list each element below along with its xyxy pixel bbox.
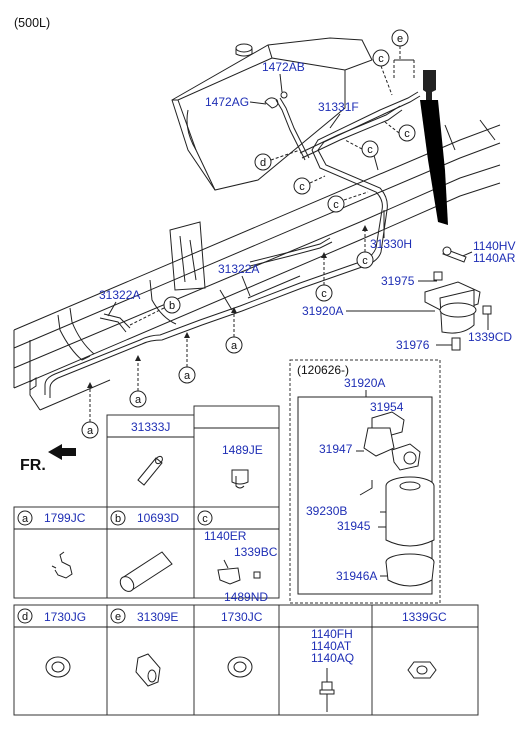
vent-pipe (420, 70, 448, 225)
variant-label: (500L) (14, 16, 50, 30)
inset-part-39230B: 39230B (306, 504, 347, 518)
callout-c-5 (327, 195, 345, 213)
parts-table: 31333J 1489JE a 1799JC b 10693D c 1140ER… (13, 405, 479, 716)
front-arrow-icon (48, 444, 76, 460)
fuel-filter-main (424, 246, 492, 351)
table-1730JC: 1730JC (221, 610, 263, 624)
fuel-tank (171, 37, 373, 191)
callout-b-1-label: b (169, 300, 175, 312)
callout-c-4 (293, 177, 311, 195)
callout-b-1 (163, 296, 181, 314)
table-letter-e: e (115, 611, 121, 623)
inset-part-31945: 31945 (337, 519, 371, 533)
callout-c-3-label: c (367, 144, 373, 156)
callout-d-1-label: d (260, 157, 266, 169)
table-letter-a: a (22, 513, 29, 525)
callout-c-2-label: c (404, 128, 410, 140)
label-31330H: 31330H (370, 237, 412, 251)
tank-clip (264, 91, 288, 109)
table-letter-b: b (115, 513, 121, 525)
table-1489JE: 1489JE (222, 443, 263, 457)
label-1472AB: 1472AB (262, 60, 305, 74)
label-31975: 31975 (381, 274, 415, 288)
table-1140ER: 1140ER (204, 529, 247, 543)
inset-part-31954: 31954 (370, 400, 404, 414)
callout-arrows (87, 225, 368, 388)
table-31309E: 31309E (137, 610, 178, 624)
callout-d-1 (254, 153, 272, 171)
front-label: FR. (20, 457, 46, 474)
table-letter-d: d (22, 611, 28, 623)
table-1799JC: 1799JC (44, 511, 86, 525)
table-drawings (45, 455, 437, 712)
inset-date: (120626-) (297, 363, 349, 377)
callout-a-3-label: a (135, 394, 142, 406)
table-1339GC: 1339GC (402, 610, 447, 624)
table-1140FH: 1140FH (311, 627, 353, 641)
table-31333J: 31333J (131, 420, 170, 434)
callout-c-7-label: c (321, 288, 327, 300)
table-1489ND: 1489ND (224, 590, 268, 604)
callout-e-1-label: e (397, 33, 403, 45)
callout-c-5-label: c (333, 199, 339, 211)
callout-c-4-label: c (299, 181, 305, 193)
inset-part-31946A: 31946A (336, 569, 377, 583)
label-1339CD: 1339CD (468, 330, 512, 344)
inset-title: 31920A (344, 376, 385, 390)
callout-c-1 (372, 49, 390, 67)
callouts-main: c e c c d c c c c b a a (81, 29, 416, 439)
label-1140AR: 1140AR (473, 251, 516, 265)
main-labels: 1472AB 1472AG 31331F 31330H 31322A 31322… (99, 60, 516, 352)
table-10693D: 10693D (137, 511, 179, 525)
inset-part-31947: 31947 (319, 442, 353, 456)
label-1472AG: 1472AG (205, 95, 249, 109)
front-direction: FR. (20, 444, 76, 474)
label-31920A-main: 31920A (302, 304, 343, 318)
filter-inset: (120626-) 31920A 31954 31947 39230B 3194… (289, 359, 441, 604)
label-31331F: 31331F (318, 100, 359, 114)
table-1140AT: 1140AT (311, 639, 352, 653)
callout-a-1-label: a (231, 340, 238, 352)
label-31976: 31976 (396, 338, 430, 352)
label-31322A-right: 31322A (218, 262, 259, 276)
table-1730JG: 1730JG (44, 610, 86, 624)
callout-a-4-label: a (87, 425, 94, 437)
table-1140AQ: 1140AQ (311, 651, 354, 665)
callout-a-2-label: a (184, 370, 191, 382)
label-31322A-left: 31322A (99, 288, 140, 302)
table-letter-c: c (202, 513, 208, 525)
callout-c-1-label: c (378, 53, 384, 65)
chassis-frame (13, 119, 501, 411)
table-1339BC: 1339BC (234, 545, 278, 559)
callout-c-6-label: c (362, 255, 368, 267)
label-1140HV: 1140HV (473, 239, 515, 253)
